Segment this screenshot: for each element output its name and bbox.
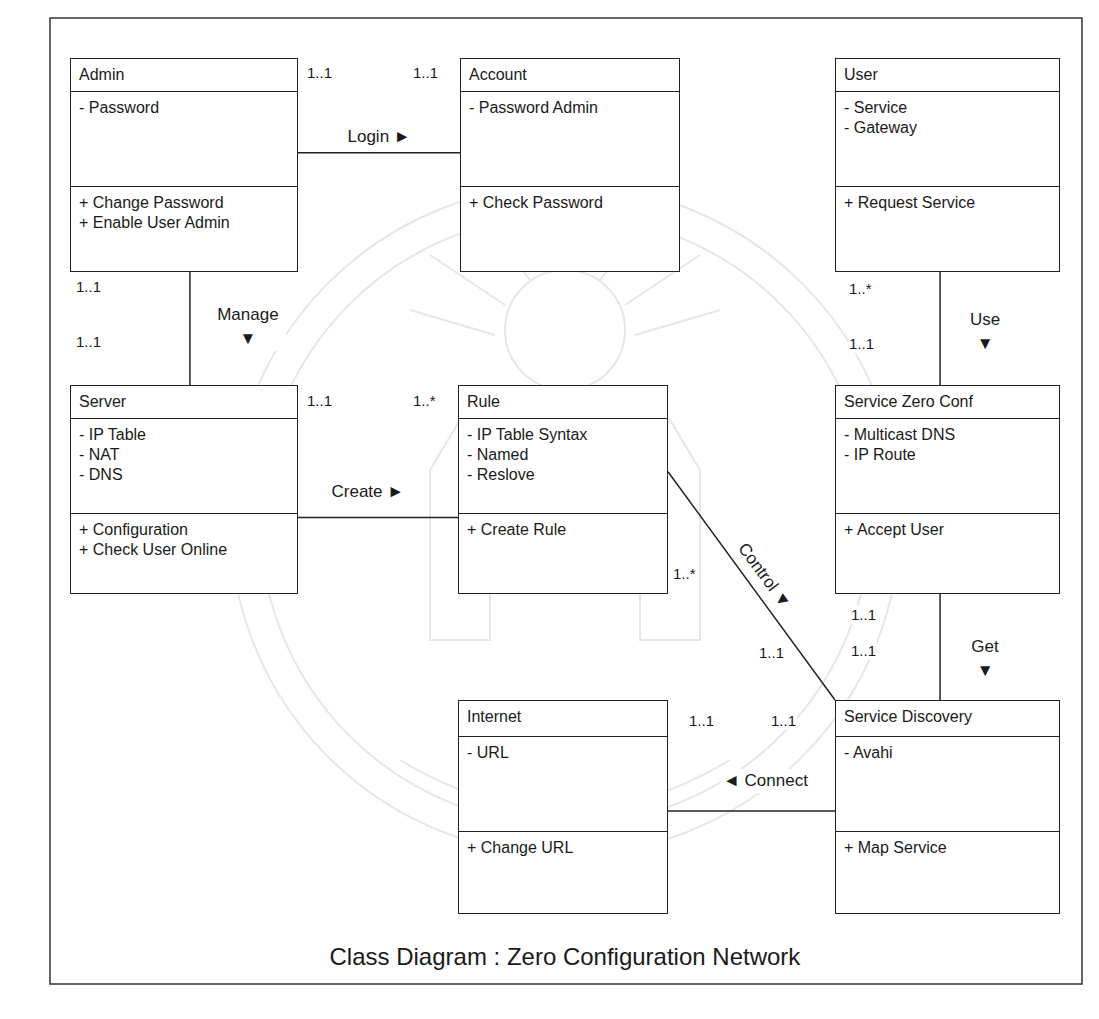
method-text: + Check Password (469, 193, 671, 213)
multiplicity: 1..1 (688, 712, 715, 730)
method-compartment: + Configuration+ Check User Online (71, 513, 297, 593)
class-box: Rule - IP Table Syntax- Named- Reslove + C… (458, 385, 668, 594)
multiplicity: 1..1 (770, 712, 797, 730)
method-compartment: + Change URL (459, 831, 667, 913)
attribute-text: - Password (79, 98, 289, 118)
method-compartment: + Change Password+ Enable User Admin (71, 186, 297, 271)
class-name-compartment: Account (461, 59, 679, 91)
class-box: Account - Password Admin + Check Password (460, 58, 680, 272)
association-name: Use ▼ (964, 308, 1006, 356)
multiplicity: 1..1 (75, 278, 102, 296)
attribute-compartment: - Password (71, 91, 297, 186)
association-name: Create ► (329, 480, 408, 504)
class-name-compartment: Rule (459, 386, 667, 418)
class-name: Rule (467, 392, 659, 412)
method-text: + Map Service (844, 838, 1051, 858)
class-name: Server (79, 392, 289, 412)
attribute-compartment: - URL (459, 736, 667, 831)
attribute-compartment: - Multicast DNS- IP Route (836, 418, 1059, 513)
class-name-compartment: Service Zero Conf (836, 386, 1059, 418)
association-line (668, 810, 835, 812)
method-compartment: + Request Service (836, 186, 1059, 271)
class-box: Server- IP Table- NAT- DNS+ Configuratio… (70, 385, 298, 594)
method-compartment: + Accept User (836, 513, 1059, 593)
method-text: + Request Service (844, 193, 1051, 213)
attribute-compartment: - Avahi (836, 736, 1059, 831)
association-line (939, 594, 941, 700)
attribute-text: - Service (844, 98, 1051, 118)
method-text: + Change Password (79, 193, 289, 213)
attribute-text: - IP Table Syntax (467, 425, 659, 445)
association-name: Login ► (345, 125, 414, 149)
attribute-text: - IP Table (79, 425, 289, 445)
multiplicity: 1..1 (412, 64, 439, 82)
association-name: Manage ▼ (210, 303, 286, 351)
attribute-text: - Named (467, 445, 659, 465)
method-compartment: + Check Password (461, 186, 679, 271)
class-name: Service Discovery (844, 707, 1051, 727)
method-text: + Check User Online (79, 540, 289, 560)
multiplicity: 1..1 (848, 335, 875, 353)
attribute-text: - Password Admin (469, 98, 671, 118)
method-compartment: + Map Service (836, 831, 1059, 913)
class-name-compartment: User (836, 59, 1059, 91)
method-text: + Create Rule (467, 520, 659, 540)
association-line (668, 472, 835, 700)
attribute-compartment: - IP Table- NAT- DNS (71, 418, 297, 513)
class-name: User (844, 65, 1051, 85)
attribute-text: - Gateway (844, 118, 1051, 138)
multiplicity: 1..* (412, 392, 437, 410)
association-name: Get ▼ (964, 635, 1006, 683)
association-name: ◄ Connect (720, 769, 811, 793)
attribute-text: - Multicast DNS (844, 425, 1051, 445)
class-box: Internet - URL + Change URL (458, 700, 668, 914)
association-line (298, 517, 458, 519)
multiplicity: 1..1 (306, 64, 333, 82)
multiplicity: 1..1 (850, 642, 877, 660)
class-box: User - Service- Gateway + Request Service (835, 58, 1060, 272)
diagram-caption: Class Diagram : Zero Configuration Netwo… (330, 942, 801, 972)
multiplicity: 1..* (848, 280, 873, 298)
attribute-text: - Reslove (467, 465, 659, 485)
method-text: + Accept User (844, 520, 1051, 540)
class-box: Service Zero Conf - Multicast DNS- IP Rou… (835, 385, 1060, 594)
association-line (939, 272, 941, 385)
frame-border (50, 18, 1082, 984)
method-compartment: + Create Rule (459, 513, 667, 593)
class-name-compartment: Service Discovery (836, 701, 1059, 736)
multiplicity: 1..1 (850, 606, 877, 624)
attribute-compartment: - Password Admin (461, 91, 679, 186)
attribute-text: - IP Route (844, 445, 1051, 465)
attribute-text: - Avahi (844, 743, 1051, 763)
multiplicity: 1..1 (758, 644, 785, 662)
class-name: Service Zero Conf (844, 392, 1051, 412)
association-line (189, 272, 191, 385)
method-text: + Enable User Admin (79, 213, 289, 233)
method-text: + Configuration (79, 520, 289, 540)
attribute-text: - NAT (79, 445, 289, 465)
multiplicity: 1..* (672, 565, 697, 583)
association-line (298, 152, 460, 154)
attribute-text: - DNS (79, 465, 289, 485)
class-name-compartment: Admin (71, 59, 297, 91)
class-name: Internet (467, 707, 659, 727)
attribute-compartment: - IP Table Syntax- Named- Reslove (459, 418, 667, 513)
class-name: Account (469, 65, 671, 85)
class-name-compartment: Internet (459, 701, 667, 736)
attribute-compartment: - Service- Gateway (836, 91, 1059, 186)
attribute-text: - URL (467, 743, 659, 763)
class-box: Service Discovery - Avahi + Map Service (835, 700, 1060, 914)
multiplicity: 1..1 (75, 333, 102, 351)
multiplicity: 1..1 (306, 392, 333, 410)
class-name: Admin (79, 65, 289, 85)
class-name-compartment: Server (71, 386, 297, 418)
class-box: Admin - Password + Change Password+ Enable… (70, 58, 298, 272)
method-text: + Change URL (467, 838, 659, 858)
